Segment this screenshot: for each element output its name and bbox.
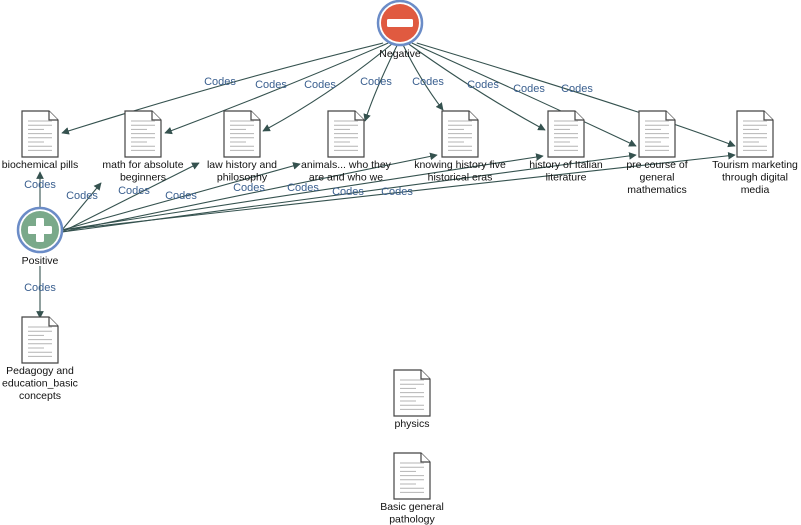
edge-label-positive-biochemical[interactable]: Codes <box>24 179 56 191</box>
document-label-line: knowing history five <box>414 159 506 171</box>
edge-negative-to-math <box>164 42 389 135</box>
edge-positive-to-math <box>61 182 102 231</box>
document-label-line: general <box>639 172 674 184</box>
document-icon <box>441 110 479 158</box>
edge-label-positive-law[interactable]: Codes <box>118 185 150 197</box>
edge-label-negative-math[interactable]: Codes <box>255 79 287 91</box>
edge-label-negative-tourism[interactable]: Codes <box>561 83 593 95</box>
document-icon <box>223 110 261 158</box>
document-label-line: Pedagogy and <box>6 365 74 377</box>
document-icon <box>21 316 59 364</box>
edge-negative-to-biochemical <box>61 42 384 135</box>
document-label-line: education_basic <box>2 378 78 390</box>
document-label-line: concepts <box>19 390 61 402</box>
edge-positive-to-knowing <box>61 152 438 233</box>
document-icon <box>547 110 585 158</box>
document-label-line: pathology <box>389 514 435 525</box>
edge-label-positive-italian[interactable]: Codes <box>287 182 319 194</box>
document-label-line: physics <box>394 418 429 430</box>
edge-label-negative-biochemical[interactable]: Codes <box>204 76 236 88</box>
edge-label-positive-math[interactable]: Codes <box>66 190 98 202</box>
document-label-line: historical eras <box>428 172 493 184</box>
edge-label-positive-pedagogy[interactable]: Codes <box>24 282 56 294</box>
edge-label-negative-law[interactable]: Codes <box>304 79 336 91</box>
document-node-biochemical[interactable]: biochemical pills <box>2 110 78 171</box>
edge-negative-to-italian <box>406 42 546 131</box>
edge-label-negative-animals[interactable]: Codes <box>360 76 392 88</box>
edge-label-positive-animals[interactable]: Codes <box>165 190 197 202</box>
edge-negative-to-precourse <box>411 42 637 147</box>
document-label-line: mathematics <box>627 184 687 196</box>
document-label-line: biochemical pills <box>2 159 78 171</box>
code-node-negative[interactable]: Negative <box>376 0 424 60</box>
edge-label-negative-knowing[interactable]: Codes <box>412 76 444 88</box>
document-label-line: are and who we <box>309 172 383 184</box>
document-label-line: history of Italian <box>529 159 603 171</box>
edge-negative-to-tourism <box>416 42 736 148</box>
document-label-line: philosophy <box>217 172 268 184</box>
edge-positive-to-tourism <box>61 151 736 231</box>
edge-negative-to-animals <box>363 42 399 122</box>
document-icon <box>124 110 162 158</box>
document-label-line: Tourism marketing <box>712 159 798 171</box>
document-label-line: law history and <box>207 159 277 171</box>
document-icon <box>21 110 59 158</box>
document-label-line: media <box>741 184 770 196</box>
edge-positive-to-law <box>61 162 200 233</box>
edge-positive-to-italian <box>61 153 544 231</box>
document-label-line: math for absolute <box>102 159 183 171</box>
document-label-line: pre course of <box>626 159 687 171</box>
document-icon <box>736 110 774 158</box>
edge-negative-to-law <box>262 42 394 132</box>
document-label-line: literature <box>546 172 587 184</box>
document-icon <box>638 110 676 158</box>
minus-icon <box>387 19 413 27</box>
edge-negative-to-knowing <box>401 42 444 111</box>
code-node-label: Positive <box>22 255 59 267</box>
document-label-line: through digital <box>722 172 788 184</box>
edge-positive-to-animals <box>61 162 301 231</box>
edges-layer <box>36 42 736 319</box>
document-icon <box>393 452 431 500</box>
document-label-line: Basic general <box>380 501 444 513</box>
edge-label-negative-precourse[interactable]: Codes <box>513 83 545 95</box>
document-icon <box>393 369 431 417</box>
document-label-line: beginners <box>120 172 166 184</box>
code-node-positive[interactable]: Positive <box>16 206 64 267</box>
document-label-line: animals... who they <box>301 159 392 171</box>
edge-label-positive-precourse[interactable]: Codes <box>332 186 364 198</box>
plus-icon <box>28 218 52 242</box>
code-node-label: Negative <box>379 48 421 60</box>
edge-label-negative-italian[interactable]: Codes <box>467 79 499 91</box>
edge-label-positive-knowing[interactable]: Codes <box>233 182 265 194</box>
edge-label-positive-tourism[interactable]: Codes <box>381 186 413 198</box>
document-icon <box>327 110 365 158</box>
document-node-physics[interactable]: physics <box>393 369 431 430</box>
